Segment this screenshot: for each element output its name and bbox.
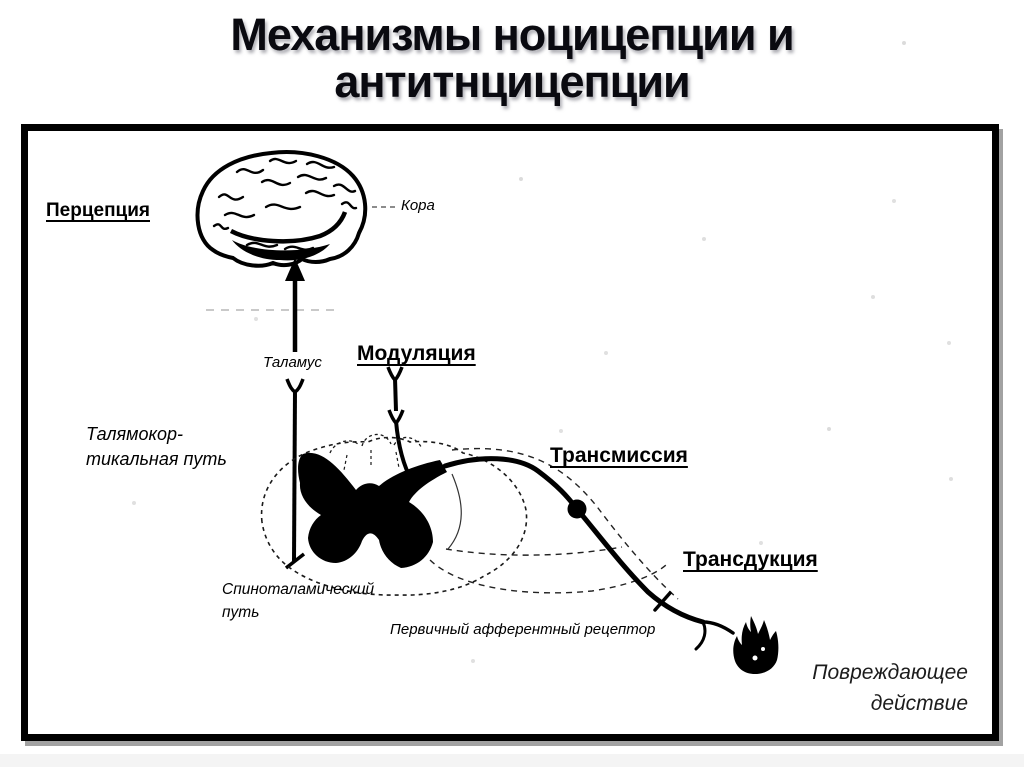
label-perception: Перцепция: [46, 200, 150, 221]
label-thalamus: Таламус: [263, 354, 322, 371]
label-cortex: Кора: [401, 197, 435, 214]
page-title: Механизмы ноцицепции и антитнцицепции: [0, 9, 1024, 107]
node-tick: [653, 591, 672, 612]
label-transduction: Трансдукция: [683, 548, 818, 571]
label-spinothalamic-line2: путь: [222, 604, 260, 621]
title-line-2: антитнцицепции: [334, 55, 690, 107]
bottom-strip: [0, 754, 1024, 767]
brain-icon: [195, 150, 368, 268]
arrow-up-icon: [285, 258, 305, 352]
primary-afferent-fiber: [442, 456, 735, 651]
flame-icon: [733, 616, 779, 674]
label-primary-afferent-receptor: Первичный афферентный рецептор: [390, 621, 656, 638]
label-transmission: Трансмиссия: [550, 444, 688, 467]
label-thalamocortical-path: Талямокор- тикальная путь: [86, 422, 227, 472]
label-damaging-action: Повреждающее действие: [812, 657, 968, 719]
label-modulation: Модуляция: [357, 342, 476, 365]
title-line-1: Механизмы ноцицепции и: [230, 9, 794, 60]
label-damaging-line1: Повреждающее: [812, 661, 968, 684]
label-spinothalamic-path: Спиноталамический путь: [222, 578, 374, 624]
spinothalamic-tract-line: [284, 378, 306, 570]
peripheral-nerve-outline: [429, 447, 679, 600]
scan-noise-speckles: [0, 0, 2, 2]
label-damaging-line2: действие: [870, 692, 968, 715]
ganglion-dot-icon: [567, 499, 587, 519]
label-thalamocortical-line1: Талямокор-: [86, 424, 184, 444]
label-thalamocortical-line2: тикальная путь: [86, 449, 227, 469]
diagram-frame: [21, 124, 999, 741]
modulation-line: [386, 366, 414, 482]
label-spinothalamic-line1: Спиноталамический: [222, 581, 375, 598]
spinal-cord-cross-section: [260, 433, 528, 596]
nerve-inner-line: [447, 473, 462, 550]
spinal-gray-matter: [298, 452, 447, 568]
